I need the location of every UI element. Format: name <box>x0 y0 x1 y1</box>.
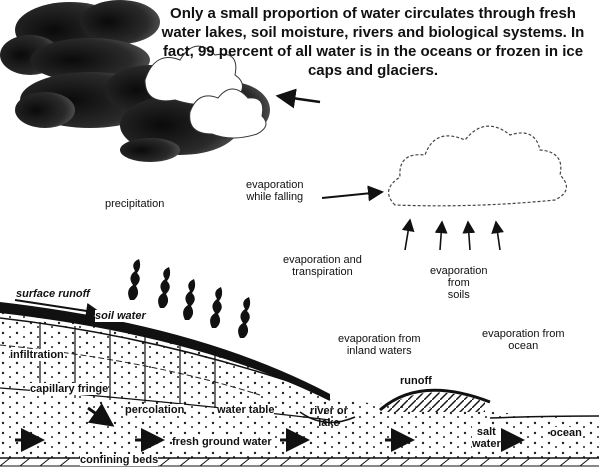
label-precipitation: precipitation <box>105 198 165 210</box>
diagram-caption: Only a small proportion of water circula… <box>161 5 585 79</box>
arrow-evap-transp <box>401 218 415 251</box>
label-confining-beds: confining beds <box>80 454 159 466</box>
arrow-evap-soils-3 <box>491 220 504 251</box>
label-capillary-fringe: capillary fringe <box>30 383 109 395</box>
arrow-evap-soils-1 <box>434 220 448 251</box>
label-fresh-ground-water: fresh ground water <box>172 436 272 448</box>
arrow-to-storm-cloud <box>275 88 321 109</box>
storm-cloud-back <box>0 0 160 82</box>
outline-cloud <box>388 125 567 207</box>
storm-cloud-highlights <box>144 45 267 139</box>
groundwater-flow-arrows <box>15 403 525 452</box>
plants <box>128 259 251 338</box>
arrow-surface-runoff <box>14 299 102 319</box>
label-soil-water: soil water <box>95 310 146 322</box>
label-runoff: runoff <box>400 375 432 387</box>
arrow-evap-soils-2 <box>462 220 476 251</box>
label-percolation: percolation <box>125 404 185 416</box>
label-ocean: ocean <box>550 427 582 439</box>
arrow-evap-falling <box>321 185 384 202</box>
label-water-table: water table <box>217 404 275 416</box>
label-surface-runoff: surface runoff <box>16 288 90 300</box>
label-infiltration: infiltration <box>10 349 64 361</box>
